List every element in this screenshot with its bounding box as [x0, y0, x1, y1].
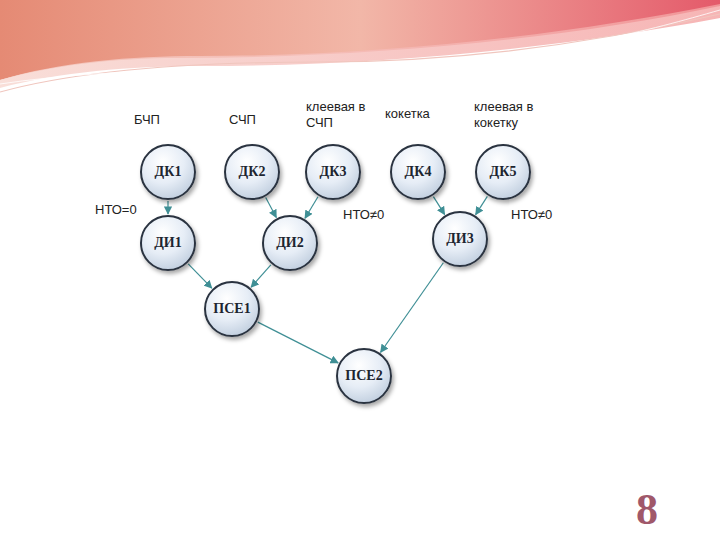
node-label: ПСЕ2 — [345, 368, 382, 384]
flow-arrow — [188, 264, 212, 288]
note-label: клеевая в СЧП — [306, 99, 368, 132]
note-label: клеевая в кокетку — [474, 99, 554, 132]
node-label: ДК3 — [320, 164, 347, 180]
node-label: ДИ2 — [276, 235, 304, 251]
node-label: ДК2 — [239, 164, 266, 180]
page-number: 8 — [636, 482, 658, 537]
node-label: ДИ1 — [154, 235, 182, 251]
process-circle: ДИ3 — [432, 211, 488, 267]
node-label: ПСЕ1 — [213, 301, 250, 317]
note-label: НТО=0 — [95, 202, 137, 218]
process-circle: ДК1 — [140, 144, 196, 200]
process-circle: ПСЕ2 — [336, 348, 392, 404]
note-label: БЧП — [134, 112, 160, 128]
swoosh-line — [0, 10, 720, 84]
process-circle: ДК5 — [475, 144, 531, 200]
swoosh-band — [0, 4, 720, 88]
flow-arrow — [433, 197, 444, 215]
process-circle: ДК3 — [305, 144, 361, 200]
note-label: НТО≠0 — [511, 207, 552, 223]
flow-arrow — [251, 265, 271, 287]
note-label: СЧП — [229, 112, 256, 128]
note-label: НТО≠0 — [343, 207, 384, 223]
node-label: ДК5 — [490, 164, 517, 180]
flow-arrow — [266, 198, 277, 218]
flow-arrow — [258, 322, 338, 363]
process-circle: ДИ2 — [262, 215, 318, 271]
swoosh-line — [0, 14, 720, 92]
node-label: ДИ3 — [446, 231, 474, 247]
flow-arrow — [381, 263, 444, 353]
note-label: кокетка — [385, 106, 430, 122]
flow-arrow — [476, 196, 488, 214]
process-circle: ДК4 — [390, 144, 446, 200]
node-label: ДК4 — [405, 164, 432, 180]
process-circle: ДК2 — [224, 144, 280, 200]
process-circle: ДИ1 — [140, 215, 196, 271]
flow-arrow — [305, 197, 318, 218]
flow-arrow — [167, 201, 168, 214]
process-circle: ПСЕ1 — [204, 281, 260, 337]
node-label: ДК1 — [155, 164, 182, 180]
